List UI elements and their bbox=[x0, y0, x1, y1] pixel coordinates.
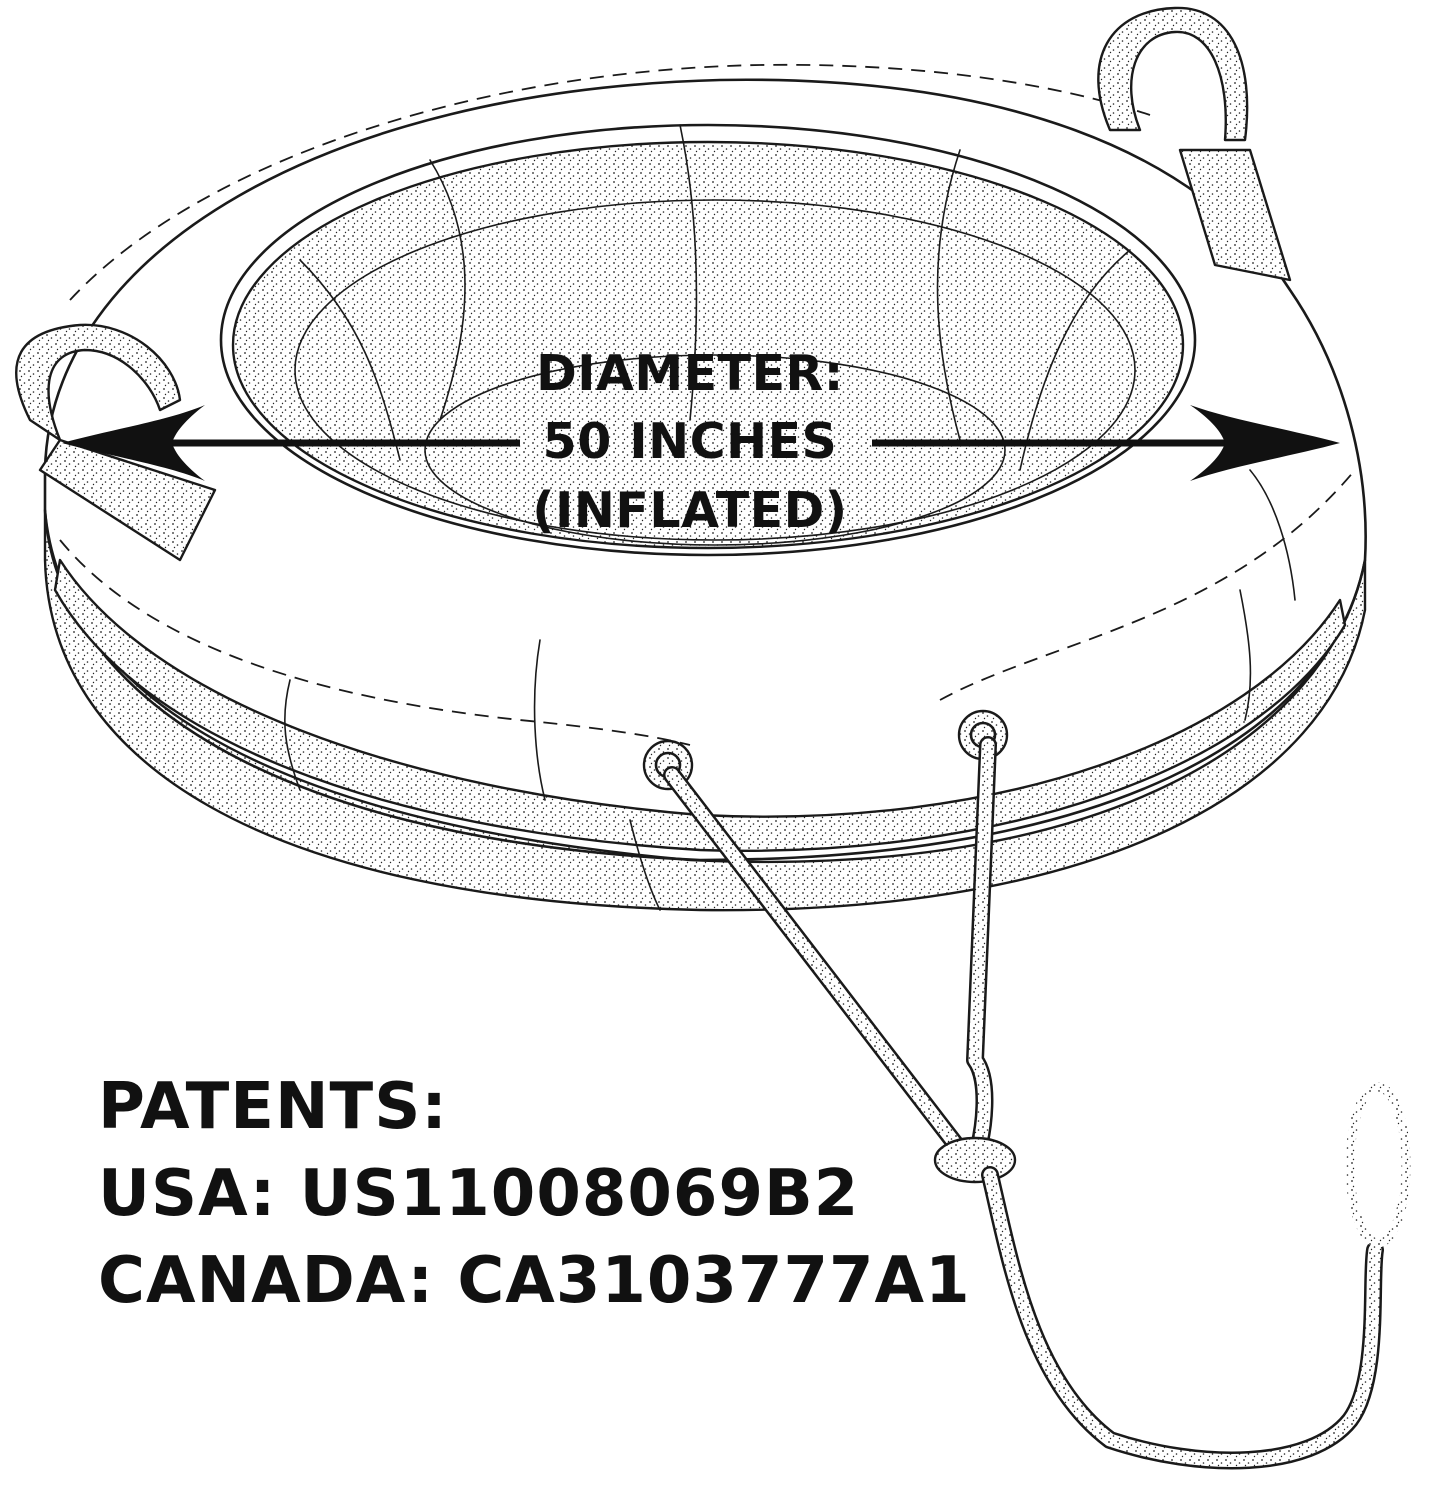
right-strap-tail bbox=[1180, 150, 1290, 280]
rope-knot bbox=[935, 1138, 1015, 1182]
rope-tail bbox=[990, 1175, 1375, 1460]
patents-heading: PATENTS: bbox=[98, 1070, 448, 1144]
dimension-line-3: (INFLATED) bbox=[532, 482, 847, 539]
dimension-line-1: DIAMETER: bbox=[536, 345, 844, 402]
rope-hand-loop-fill bbox=[1350, 1087, 1406, 1243]
patent-usa: USA: US11008069B2 bbox=[98, 1157, 859, 1231]
patent-info: PATENTS: USA: US11008069B2 CANADA: CA310… bbox=[98, 1070, 971, 1318]
grommets bbox=[644, 711, 1007, 789]
patent-canada: CANADA: CA3103777A1 bbox=[98, 1244, 971, 1318]
dimension-line-2: 50 INCHES bbox=[543, 413, 838, 470]
wall-crease-4 bbox=[1250, 470, 1295, 600]
rope-tail-fill bbox=[990, 1175, 1375, 1460]
right-strap-loop bbox=[1098, 8, 1247, 140]
wall-crease-1 bbox=[535, 640, 545, 800]
right-handle-strap bbox=[1098, 8, 1290, 280]
dimension-label: DIAMETER: 50 INCHES (INFLATED) bbox=[532, 345, 847, 539]
